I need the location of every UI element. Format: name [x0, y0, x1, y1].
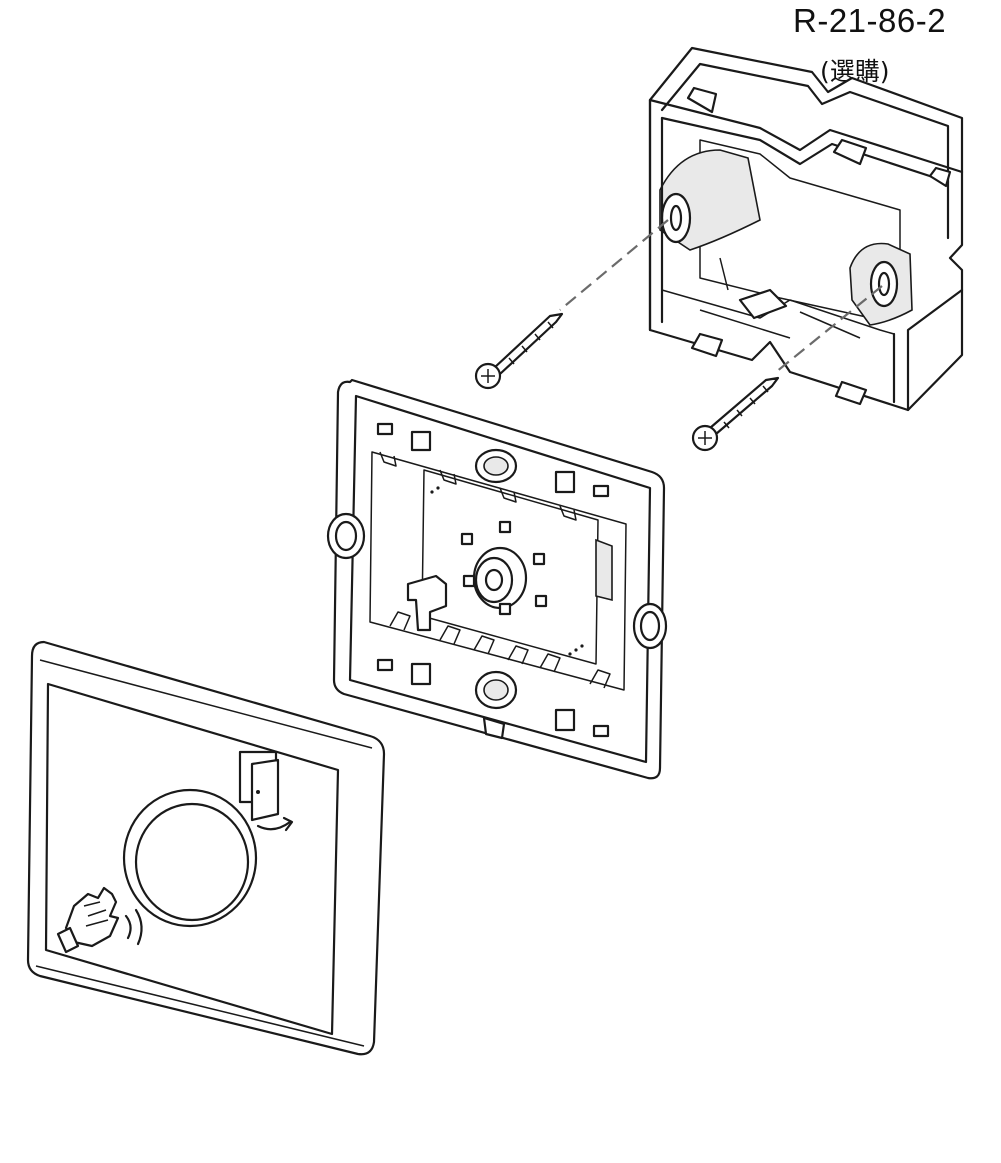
front-cover-plate: [26, 640, 386, 1056]
mounting-frame: [326, 378, 668, 780]
screw-left: [474, 312, 564, 390]
sensor-wave-icon: [124, 908, 143, 946]
mounting-screws: [474, 219, 883, 452]
part-number-label: R-21-86-2: [793, 2, 947, 39]
sensor-ring: [122, 788, 258, 928]
mounting-back-box: [648, 46, 964, 412]
hand-wave-icon: [56, 886, 120, 954]
exit-arrow-icon: [256, 816, 294, 832]
screw-right: [691, 376, 780, 452]
door-exit-icon: [238, 750, 280, 822]
